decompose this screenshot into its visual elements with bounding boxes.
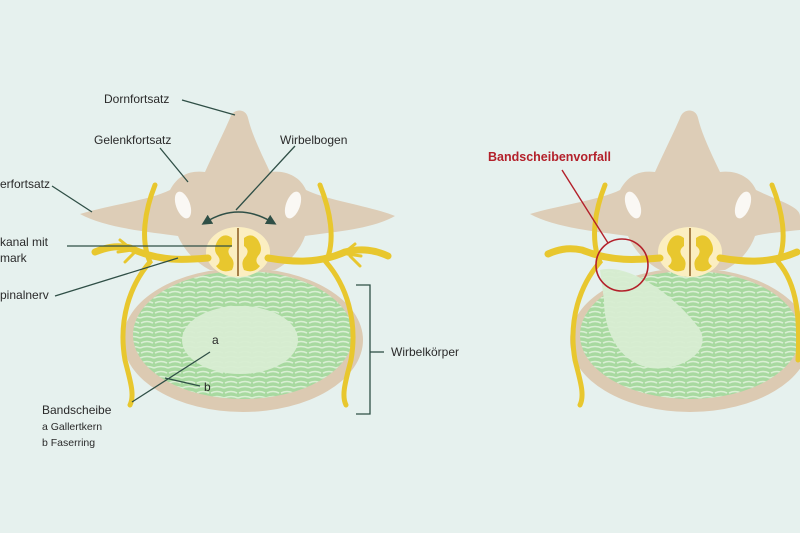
vertebra-left bbox=[80, 110, 395, 412]
marker-a: a bbox=[212, 333, 219, 347]
label-querfortsatz: erfortsatz bbox=[0, 177, 51, 191]
nerve-fringe-left bbox=[116, 238, 137, 264]
leader-dornfortsatz bbox=[181, 99, 236, 116]
herniation-circle-marker bbox=[595, 238, 649, 292]
label-dornfortsatz: Dornfortsatz bbox=[104, 92, 170, 106]
facet-highlight-left-a bbox=[174, 191, 192, 219]
marker-b: b bbox=[204, 380, 211, 394]
wirbelbogen-arrow-icon bbox=[201, 211, 277, 225]
nerve-fringe-right bbox=[343, 242, 363, 268]
spinal-nerve-right-left-branch bbox=[544, 245, 664, 263]
leader-faserring bbox=[164, 377, 201, 387]
facet-highlight-right-a bbox=[624, 191, 642, 219]
leader-wirbelbogen bbox=[235, 145, 296, 211]
vertebra-right bbox=[530, 110, 800, 412]
facet-highlight-left-b bbox=[284, 191, 302, 219]
label-wirbelkoerper: Wirbelkörper bbox=[391, 345, 460, 359]
nerve-root-right-1 bbox=[317, 182, 356, 408]
label-faserring: b Faserring bbox=[42, 437, 96, 449]
label-gallertkern: a Gallertkern bbox=[42, 421, 103, 433]
spinal-cord-left bbox=[215, 235, 261, 272]
leader-lines bbox=[51, 99, 384, 415]
nerve-root-right-3 bbox=[769, 182, 800, 363]
label-gelenkfortsatz: Gelenkfortsatz bbox=[94, 133, 172, 147]
wirbelkoerper-bracket-icon bbox=[356, 284, 371, 415]
disc-nucleus-texture-left bbox=[182, 306, 298, 374]
leader-querfortsatz bbox=[51, 185, 93, 213]
label-wirbelkanal-line2: mark bbox=[0, 251, 27, 265]
facet-highlight-right-b bbox=[734, 191, 752, 219]
label-wirbelkanal-line1: kanal mit bbox=[0, 235, 49, 249]
vertebral-arch-left bbox=[80, 110, 395, 270]
nerve-root-left-1 bbox=[120, 182, 158, 408]
leader-bandscheibe bbox=[131, 351, 211, 403]
vertebral-arch-right bbox=[530, 110, 800, 270]
label-wirbelbogen: Wirbelbogen bbox=[280, 133, 348, 147]
disc-nucleus-herniated-texture bbox=[600, 268, 703, 369]
leader-spinalnerv bbox=[54, 257, 179, 297]
label-bandscheibe: Bandscheibe bbox=[42, 403, 112, 417]
label-spinalnerv: pinalnerv bbox=[0, 288, 49, 302]
label-bandscheibenvorfall: Bandscheibenvorfall bbox=[488, 150, 611, 164]
leader-gelenkfortsatz bbox=[159, 147, 189, 183]
leader-bandscheibenvorfall bbox=[561, 169, 609, 244]
spinal-nerve-right-right-branch bbox=[716, 248, 800, 265]
spinal-cord-right bbox=[667, 235, 713, 272]
